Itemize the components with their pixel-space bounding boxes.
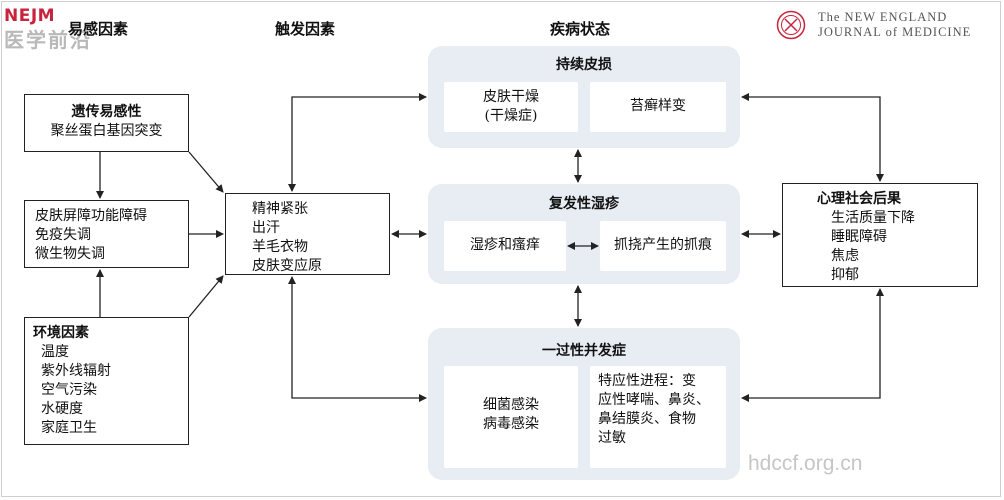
env-item-pollution: 空气污染	[41, 382, 97, 398]
scratch-marks-text: 抓挠产生的抓痕	[614, 237, 712, 253]
infections-box: 细菌感染 病毒感染	[444, 366, 578, 468]
trigger-stress: 精神紧张	[252, 201, 308, 217]
header-triggers: 触发因素	[275, 20, 336, 38]
atopic-line4: 过敏	[598, 430, 626, 446]
complications-title: 一过性并发症	[542, 343, 626, 359]
trigger-allergens: 皮肤变应原	[252, 258, 322, 274]
arrow-complications-psychosocial	[741, 288, 884, 402]
infection-viral: 病毒感染	[483, 416, 539, 432]
header-predisposing: 易感因素	[68, 20, 129, 38]
psychosocial-box: 心理社会后果 生活质量下降 睡眠障碍 焦虑 抑郁	[782, 183, 978, 287]
psychosocial-title: 心理社会后果	[817, 191, 901, 207]
psych-item-anxiety: 焦虑	[831, 248, 859, 264]
psych-item-quality: 生活质量下降	[831, 210, 915, 226]
barrier-immune-box: 皮肤屏障功能障碍 免疫失调 微生物失调	[24, 200, 189, 268]
nejm-frontier-logo: NEJM 医学前沿	[4, 6, 92, 53]
eczema-itch-text: 湿疹和瘙痒	[470, 237, 540, 253]
dry-skin-line2: (干燥症)	[484, 108, 538, 124]
env-item-uv: 紫外线辐射	[41, 363, 111, 379]
arrow-environment-to-triggers	[188, 275, 224, 318]
arrow-genetic-to-triggers	[188, 151, 224, 193]
triggers-box: 精神紧张 出汗 羊毛衣物 皮肤变应原	[225, 193, 390, 275]
lichenification-text: 苔癣样变	[630, 98, 686, 114]
logo-top-text: NEJM	[4, 6, 56, 26]
journal-line1: The NEW ENGLAND	[818, 10, 948, 24]
trigger-sweating: 出汗	[252, 220, 280, 236]
genetic-susceptibility-box: 遗传易感性 聚丝蛋白基因突变	[24, 94, 189, 152]
arrow-persistent-psychosocial	[741, 93, 884, 182]
atopic-line2: 应性哮喘、鼻炎、	[598, 392, 710, 408]
genetic-item: 聚丝蛋白基因突变	[50, 123, 163, 139]
journal-line2: JOURNAL of MEDICINE	[818, 25, 972, 39]
psych-item-sleep: 睡眠障碍	[831, 229, 887, 245]
env-item-hygiene: 家庭卫生	[41, 420, 97, 436]
logo-bottom-text: 医学前沿	[4, 28, 92, 52]
barrier-item: 皮肤屏障功能障碍	[35, 208, 147, 224]
atopic-line3: 鼻结膜炎、食物	[598, 411, 696, 427]
dry-skin-box: 皮肤干燥 (干燥症)	[444, 82, 578, 132]
journal-seal-icon	[776, 10, 806, 40]
header-disease-states: 疾病状态	[550, 20, 611, 38]
eczema-itch-box: 湿疹和瘙痒	[444, 221, 566, 271]
watermark-text: hdccf.org.cn	[748, 452, 863, 475]
genetic-title: 遗传易感性	[71, 104, 142, 120]
atopic-line1: 特应性进程：变	[598, 373, 696, 389]
arrow-triggers-complications	[288, 276, 427, 402]
microbial-item: 微生物失调	[35, 246, 105, 262]
environment-title: 环境因素	[33, 325, 89, 341]
immune-item: 免疫失调	[35, 227, 91, 243]
environmental-factors-box: 环境因素 温度 紫外线辐射 空气污染 水硬度 家庭卫生	[24, 317, 189, 445]
relapsing-title: 复发性湿疹	[549, 196, 619, 212]
scratch-marks-box: 抓挠产生的抓痕	[600, 221, 726, 271]
lichenification-box: 苔癣样变	[590, 82, 726, 132]
env-item-water: 水硬度	[41, 401, 83, 417]
env-item-temperature: 温度	[41, 344, 69, 360]
atopic-march-box: 特应性进程：变 应性哮喘、鼻炎、 鼻结膜炎、食物 过敏	[590, 366, 726, 468]
arrow-triggers-persistent	[288, 93, 427, 192]
psych-item-depression: 抑郁	[831, 267, 859, 283]
infection-bacterial: 细菌感染	[483, 397, 539, 413]
journal-title: The NEW ENGLAND JOURNAL of MEDICINE	[818, 10, 971, 40]
persistent-title: 持续皮损	[556, 57, 612, 73]
dry-skin-line1: 皮肤干燥	[483, 89, 539, 105]
trigger-wool: 羊毛衣物	[252, 239, 308, 255]
